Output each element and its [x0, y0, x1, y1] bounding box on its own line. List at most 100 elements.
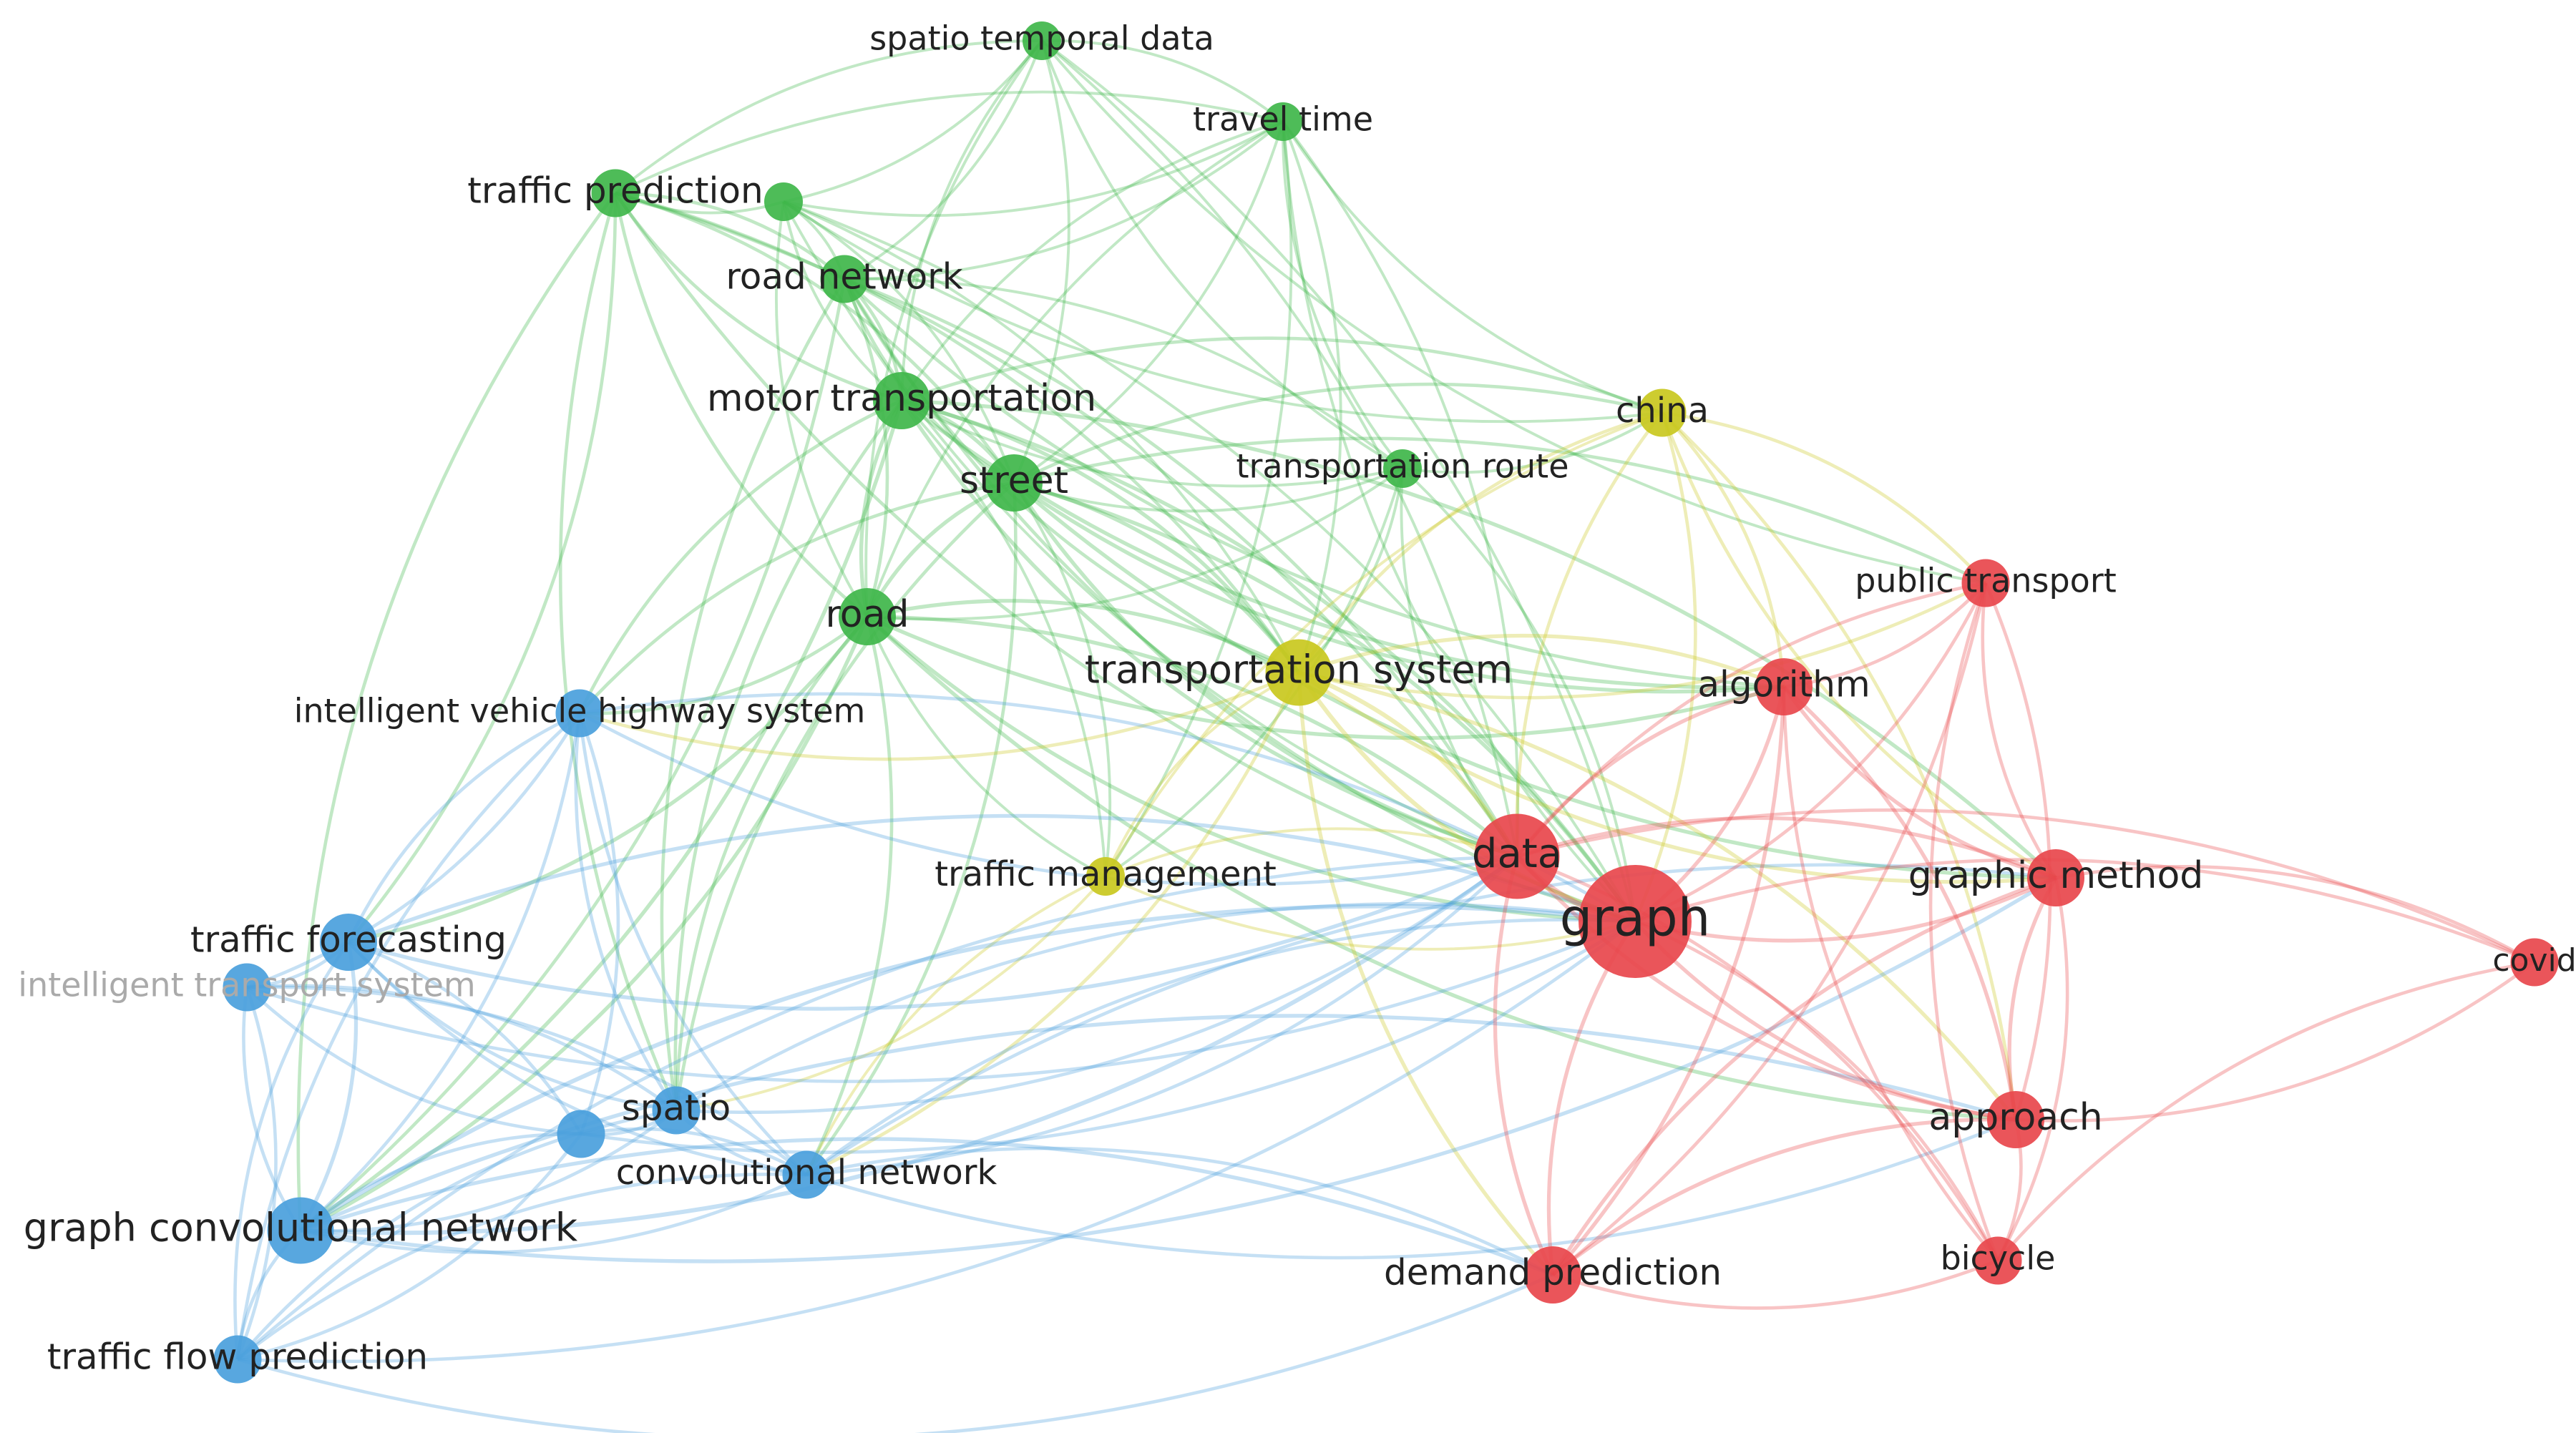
- node-travel-time[interactable]: [1264, 102, 1302, 141]
- edge-intelligent-transport-system-traffic-flow-prediction: [235, 987, 278, 1360]
- node-street[interactable]: [985, 454, 1043, 512]
- edge-motor-transportation-spatio: [673, 399, 903, 1111]
- edge-spatio-graph-convolutional-network: [300, 1109, 678, 1233]
- edge-road-network-algorithm: [843, 278, 1785, 689]
- node-label-graphic-method: graphic method: [1908, 854, 2204, 897]
- edge-transportation-system-public-transport: [1298, 581, 1987, 700]
- edge-spatio-temporal-data-public-transport: [1040, 39, 1986, 585]
- edge-graph-convolutional-network-data: [300, 854, 1518, 1236]
- node-graphic-method[interactable]: [2027, 849, 2084, 906]
- node-demand-prediction[interactable]: [1524, 1246, 1581, 1304]
- node-graph[interactable]: [1579, 865, 1692, 978]
- node-data[interactable]: [1474, 813, 1560, 899]
- edge-street-intelligent-vehicle-highway-system: [578, 481, 1015, 715]
- edge-graph-convolutional-network-graph: [299, 904, 1636, 1233]
- node-traffic-management[interactable]: [1086, 857, 1125, 896]
- node-bicycle[interactable]: [1974, 1236, 2022, 1285]
- node-public-transport[interactable]: [1961, 559, 2010, 607]
- edge-public-transport-bicycle: [1928, 582, 2000, 1261]
- node-traffic-forecasting[interactable]: [320, 914, 377, 971]
- edge-algorithm-graphic-method: [1782, 685, 2057, 880]
- node-label-traffic-flow-prediction: traffic flow prediction: [47, 1336, 428, 1378]
- edge-transportation-system-intelligent-vehicle-highway-system: [579, 670, 1299, 761]
- edge-blue-minor-graph: [580, 920, 1636, 1154]
- edge-road-network-transportation-system: [842, 278, 1299, 675]
- edge-china-algorithm: [1661, 411, 1786, 688]
- node-label-graph: graph: [1560, 888, 1711, 948]
- edge-spatio-temporal-data-road: [864, 39, 1043, 617]
- edge-road-transportation-route: [867, 467, 1404, 621]
- edge-intelligent-vehicle-highway-system-traffic-forecasting: [346, 711, 580, 943]
- edge-traffic-prediction-road-network: [615, 191, 846, 280]
- edge-road-algorithm: [866, 615, 1785, 740]
- edge-traffic-forecasting-graph-convolutional-network: [298, 942, 358, 1232]
- node-traffic-prediction[interactable]: [591, 169, 640, 217]
- edge-china-transportation-system: [1297, 411, 1663, 674]
- edge-intelligent-transport-system-convolutional-network: [246, 985, 808, 1176]
- node-label-algorithm: algorithm: [1697, 664, 1870, 705]
- node-road[interactable]: [839, 588, 896, 645]
- edge-travel-time-transportation-route: [1282, 121, 1404, 470]
- edge-street-graph: [1013, 481, 1637, 923]
- node-graph-convolutional-network[interactable]: [267, 1197, 334, 1264]
- edge-traffic-forecasting-graph: [348, 813, 1636, 944]
- edge-transportation-system-demand-prediction: [1297, 672, 1554, 1276]
- edge-motor-transportation-road: [859, 399, 904, 617]
- edge-graphic-method-bicycle: [1996, 877, 2069, 1262]
- edge-graphic-method-covid: [2055, 865, 2536, 964]
- edge-intelligent-transport-system-blue-minor: [245, 986, 582, 1136]
- edge-approach-demand-prediction: [1551, 1117, 2016, 1277]
- node-approach[interactable]: [1987, 1091, 2044, 1148]
- edge-spatio-temporal-data-travel-time: [1041, 39, 1284, 123]
- node-convolutional-network[interactable]: [782, 1150, 831, 1199]
- edge-road-spatio: [674, 615, 869, 1111]
- node-transportation-route[interactable]: [1383, 449, 1422, 488]
- node-spatio-temporal-data[interactable]: [1023, 21, 1061, 60]
- node-covid[interactable]: [2510, 938, 2559, 987]
- edge-transportation-system-approach: [1298, 670, 2018, 1121]
- edge-china-data: [1515, 411, 1664, 857]
- edge-transportation-system-convolutional-network: [805, 672, 1301, 1177]
- edge-street-spatio: [674, 481, 1015, 1111]
- edge-intelligent-vehicle-highway-system-intelligent-transport-system: [246, 712, 581, 989]
- edge-street-graphic-method: [1013, 481, 2057, 880]
- edge-traffic-flow-prediction-data: [236, 854, 1518, 1361]
- edge-spatio-graph: [675, 902, 1636, 1112]
- edge-green-minor-road: [775, 201, 869, 618]
- edge-traffic-forecasting-convolutional-network: [347, 941, 807, 1177]
- edge-algorithm-demand-prediction: [1551, 686, 1786, 1276]
- node-motor-transportation[interactable]: [873, 372, 930, 429]
- node-green-minor[interactable]: [764, 182, 803, 221]
- edge-road-network-road: [842, 278, 889, 617]
- edge-road-traffic-forecasting: [348, 615, 869, 944]
- edge-road-data: [867, 615, 1518, 859]
- edge-china-graph: [1633, 412, 1697, 922]
- edge-graphic-method-demand-prediction: [1551, 876, 2057, 1276]
- node-blue-minor[interactable]: [557, 1110, 605, 1158]
- edge-traffic-prediction-traffic-forecasting: [347, 192, 618, 944]
- edge-algorithm-bicycle: [1782, 686, 1999, 1262]
- edge-transportation-route-data: [1400, 468, 1518, 858]
- edge-transportation-system-graph: [1297, 671, 1636, 924]
- node-label-bicycle: bicycle: [1941, 1239, 2056, 1278]
- node-road-network[interactable]: [820, 255, 869, 303]
- edge-travel-time-street: [1013, 121, 1284, 484]
- edge-street-china: [1013, 382, 1663, 485]
- node-intelligent-transport-system[interactable]: [223, 963, 271, 1012]
- edge-intelligent-transport-system-graph-convolutional-network: [242, 987, 302, 1232]
- node-intelligent-vehicle-highway-system[interactable]: [555, 689, 604, 738]
- node-traffic-flow-prediction[interactable]: [213, 1335, 262, 1384]
- edge-transportation-system-algorithm: [1298, 633, 1785, 689]
- edge-public-transport-demand-prediction: [1551, 582, 1988, 1276]
- node-transportation-system[interactable]: [1265, 639, 1332, 706]
- edge-road-graph: [866, 615, 1636, 924]
- node-spatio[interactable]: [652, 1086, 701, 1135]
- node-algorithm[interactable]: [1755, 658, 1813, 715]
- edge-spatio-temporal-data-green-minor: [783, 39, 1043, 203]
- edge-traffic-forecasting-spatio: [347, 941, 677, 1112]
- node-label-data: data: [1472, 831, 1562, 877]
- edge-intelligent-vehicle-highway-system-blue-minor: [577, 713, 620, 1135]
- node-china[interactable]: [1638, 388, 1687, 437]
- edge-traffic-management-graph: [1105, 875, 1636, 951]
